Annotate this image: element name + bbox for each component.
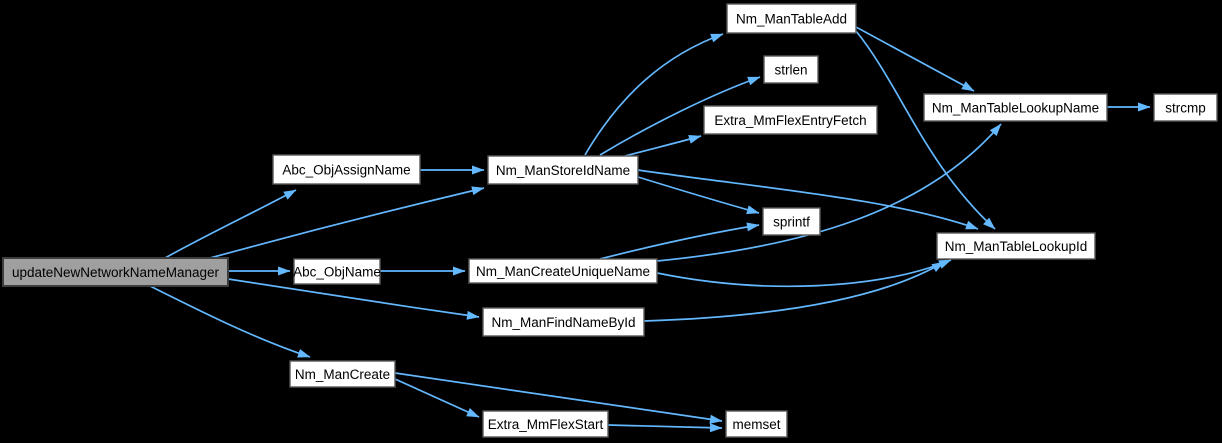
call-edge-findbyid-to-lookupid <box>643 261 945 322</box>
graph-node-box-flexstart[interactable] <box>482 410 609 438</box>
graph-node-label-lookupid: Nm_ManTableLookupId <box>945 239 1088 254</box>
call-edge-storeid-to-strlen <box>599 76 761 156</box>
call-edge-createunique-to-lookupid <box>656 259 952 288</box>
graph-node-mancreate[interactable]: Nm_ManCreate <box>289 360 396 388</box>
call-edge-mancreate-to-memset <box>394 372 723 424</box>
call-edge-createunique-to-sprintf <box>599 222 760 260</box>
graph-node-findbyid[interactable]: Nm_ManFindNameById <box>482 307 645 337</box>
call-edge-storeid-to-flexfetch <box>624 134 702 157</box>
graph-node-label-update: updateNewNetworkNameManager <box>12 265 220 280</box>
graph-node-box-memset[interactable] <box>725 410 788 438</box>
graph-node-label-strlen: strlen <box>774 62 807 77</box>
call-edge-storeid-to-tableadd <box>584 33 724 156</box>
graph-node-box-flexfetch[interactable] <box>703 105 878 135</box>
graph-node-memset[interactable]: memset <box>725 410 788 438</box>
call-edges-layer <box>149 26 1151 433</box>
graph-node-objassign[interactable]: Abc_ObjAssignName <box>272 154 421 185</box>
graph-node-label-sprintf: sprintf <box>773 214 810 229</box>
call-edge-update-to-objassign <box>164 189 297 259</box>
call-edge-update-to-mancreate <box>149 285 311 358</box>
graph-node-box-strlen[interactable] <box>763 55 819 84</box>
graph-node-label-mancreate: Nm_ManCreate <box>295 367 390 382</box>
graph-node-sprintf[interactable]: sprintf <box>762 207 821 236</box>
graph-node-box-objassign[interactable] <box>272 154 421 185</box>
graph-node-box-findbyid[interactable] <box>482 307 645 337</box>
graph-node-label-findbyid: Nm_ManFindNameById <box>491 315 635 330</box>
graph-node-label-memset: memset <box>732 417 780 432</box>
graph-node-flexstart[interactable]: Extra_MmFlexStart <box>482 410 609 438</box>
graph-node-box-mancreate[interactable] <box>289 360 396 388</box>
graph-node-objname[interactable]: Abc_ObjName <box>293 258 381 285</box>
call-edge-tableadd-to-lookupname <box>855 26 975 92</box>
graph-node-strlen[interactable]: strlen <box>763 55 819 84</box>
graph-node-box-objname[interactable] <box>293 258 381 285</box>
graph-node-box-createunique[interactable] <box>468 258 658 284</box>
graph-node-label-tableadd: Nm_ManTableAdd <box>736 11 847 26</box>
graph-node-label-storeid: Nm_ManStoreIdName <box>496 163 630 178</box>
graph-node-label-objassign: Abc_ObjAssignName <box>282 162 410 177</box>
graph-node-strcmp[interactable]: strcmp <box>1153 93 1218 122</box>
graph-node-box-lookupname[interactable] <box>923 93 1108 122</box>
graph-node-box-lookupid[interactable] <box>936 232 1096 260</box>
graph-node-tableadd[interactable]: Nm_ManTableAdd <box>726 3 857 34</box>
graph-node-label-flexstart: Extra_MmFlexStart <box>488 417 604 432</box>
call-edge-createunique-to-lookupname <box>656 123 1002 262</box>
graph-node-label-objname: Abc_ObjName <box>293 264 381 279</box>
call-edge-update-to-findbyid <box>227 278 480 320</box>
graph-node-flexfetch[interactable]: Extra_MmFlexEntryFetch <box>703 105 878 135</box>
graph-node-label-flexfetch: Extra_MmFlexEntryFetch <box>714 113 866 128</box>
graph-node-label-lookupname: Nm_ManTableLookupName <box>932 100 1099 115</box>
call-edge-update-to-storeid <box>209 186 485 259</box>
graph-node-box-tableadd[interactable] <box>726 3 857 34</box>
graph-node-label-createunique: Nm_ManCreateUniqueName <box>476 264 650 279</box>
graph-node-box-update[interactable] <box>2 257 229 287</box>
graph-node-update[interactable]: updateNewNetworkNameManager <box>2 257 229 287</box>
graph-node-box-strcmp[interactable] <box>1153 93 1218 122</box>
graph-node-lookupname[interactable]: Nm_ManTableLookupName <box>923 93 1108 122</box>
graph-node-lookupid[interactable]: Nm_ManTableLookupId <box>936 232 1096 260</box>
call-edge-storeid-to-sprintf <box>637 176 760 215</box>
graph-node-box-sprintf[interactable] <box>762 207 821 236</box>
call-edge-tableadd-to-lookupid <box>855 30 996 230</box>
graph-node-createunique[interactable]: Nm_ManCreateUniqueName <box>468 258 658 284</box>
graph-node-storeid[interactable]: Nm_ManStoreIdName <box>487 155 639 185</box>
call-nodes-layer: updateNewNetworkNameManager Abc_ObjAssign… <box>2 3 1218 438</box>
call-edge-mancreate-to-flexstart <box>394 378 480 418</box>
graph-node-label-strcmp: strcmp <box>1165 100 1206 115</box>
graph-node-box-storeid[interactable] <box>487 155 639 185</box>
call-edge-flexstart-to-memset <box>607 423 723 433</box>
call-edge-storeid-to-lookupid <box>637 169 979 230</box>
